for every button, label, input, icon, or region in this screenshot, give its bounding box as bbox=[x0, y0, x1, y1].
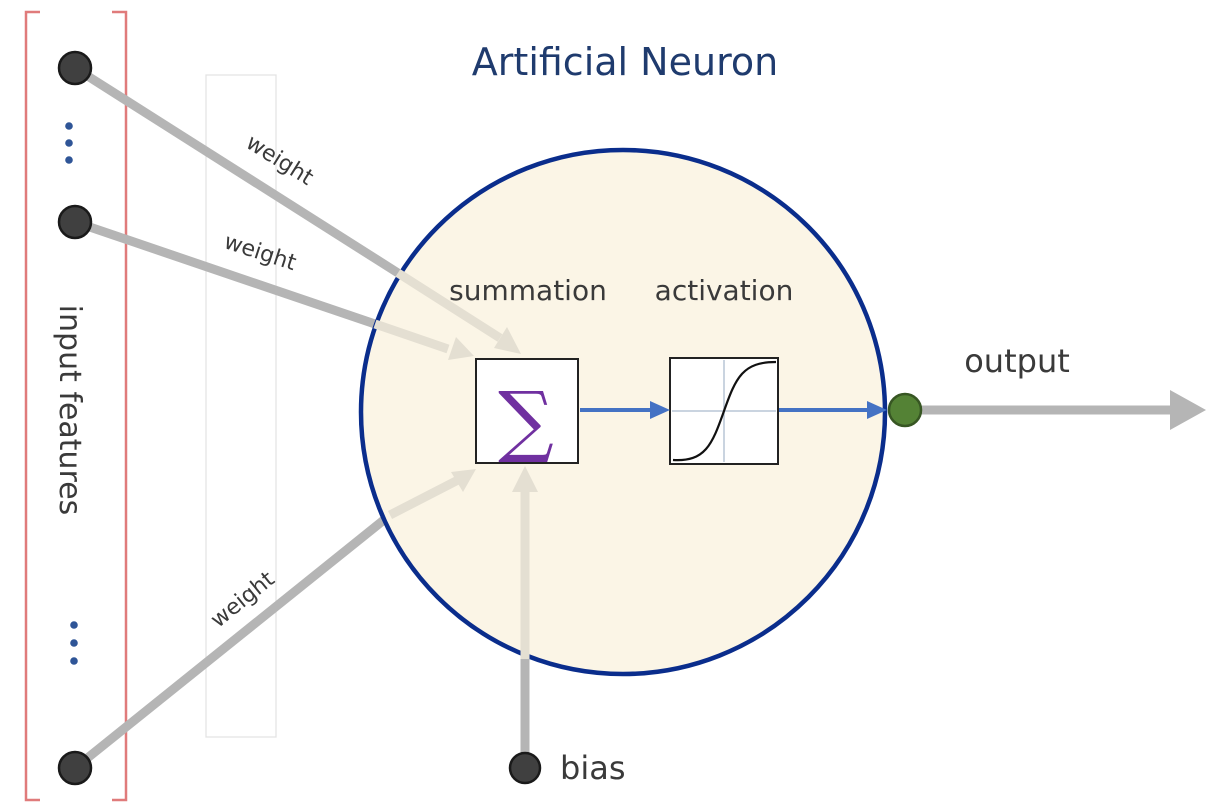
summation-label: summation bbox=[449, 274, 607, 307]
input-node bbox=[57, 750, 93, 786]
connection-line bbox=[373, 319, 450, 354]
connection-line bbox=[387, 475, 461, 520]
ellipsis-icon bbox=[65, 122, 73, 164]
activation-label: activation bbox=[655, 274, 794, 307]
output-node bbox=[887, 392, 923, 428]
input-node bbox=[57, 204, 93, 240]
input-arrowheads bbox=[448, 327, 538, 492]
weight-label: weight bbox=[206, 567, 280, 633]
diagram-title: Artificial Neuron bbox=[472, 40, 778, 84]
input-connections bbox=[72, 64, 530, 772]
arrowhead bbox=[512, 466, 538, 492]
sigma-icon: ∑ bbox=[498, 376, 554, 466]
arrowhead bbox=[494, 327, 521, 354]
sigmoid-curve-icon bbox=[672, 360, 777, 462]
weight-label: weight bbox=[221, 229, 300, 276]
arrowhead bbox=[451, 469, 476, 492]
signal-arrows bbox=[580, 401, 887, 419]
connection-line bbox=[395, 269, 503, 342]
weights-panel bbox=[205, 74, 277, 738]
connection-line bbox=[72, 64, 401, 277]
bias-label: bias bbox=[560, 749, 625, 787]
connection-line bbox=[72, 511, 393, 772]
connection-line bbox=[73, 217, 377, 329]
internal-connections bbox=[373, 269, 530, 659]
output-label: output bbox=[964, 342, 1070, 380]
summation-box bbox=[475, 358, 579, 464]
output-arrowhead bbox=[1170, 390, 1206, 430]
ellipsis-icon bbox=[70, 621, 78, 665]
input-node bbox=[57, 50, 93, 86]
arrowhead bbox=[867, 401, 887, 419]
bias-node bbox=[508, 751, 542, 785]
input-bracket bbox=[24, 10, 128, 802]
arrowhead bbox=[448, 337, 474, 360]
input-features-label: input features bbox=[52, 305, 87, 516]
arrowhead bbox=[650, 401, 670, 419]
